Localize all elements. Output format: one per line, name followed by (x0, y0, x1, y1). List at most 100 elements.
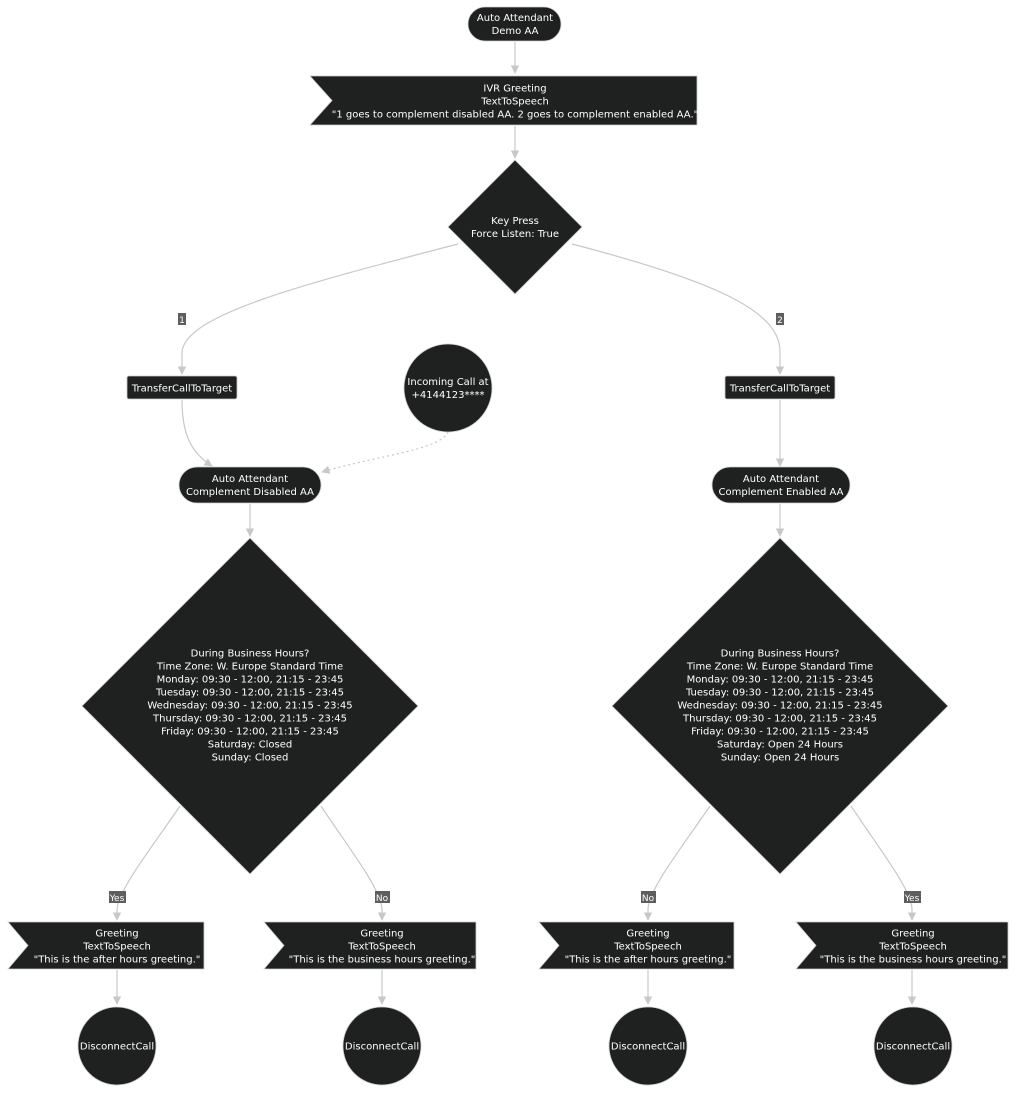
edge-bhdisabled-greet2 (320, 805, 387, 921)
edge-bhenabled-greet3 (643, 805, 711, 921)
greet3-line-0: Greeting (626, 929, 669, 940)
edge-transfer1-aadisabled (181, 399, 213, 467)
disc2-line-0: DisconnectCall (345, 1042, 419, 1053)
incoming-line-1: +4144123**** (412, 390, 485, 401)
edge-label-no-1: No (376, 894, 389, 904)
aaEnabled-line-0: Auto Attendant (743, 474, 819, 485)
edge-label-no-2: No (642, 894, 655, 904)
greet4-line-0: Greeting (891, 929, 934, 940)
greet2-line-0: Greeting (360, 929, 403, 940)
node-disc2-shape[interactable] (342, 1006, 422, 1086)
edge-label-key-1: 1 (179, 316, 185, 326)
bhDisabled-line-5: Thursday: 09:30 - 12:00, 21:15 - 23:45 (152, 714, 347, 725)
disc1-line-0: DisconnectCall (80, 1042, 154, 1053)
node-bhenabled-shape[interactable] (611, 537, 949, 875)
greet4-line-1: TextToSpeech (878, 942, 947, 953)
bhEnabled-line-1: Time Zone: W. Europe Standard Time (686, 662, 873, 673)
greet2-line-2: "This is the business hours greeting." (289, 955, 476, 966)
node-transfer2-shape[interactable] (724, 375, 836, 400)
greet4-line-2: "This is the business hours greeting." (820, 955, 1007, 966)
greet1-line-2: "This is the after hours greeting." (34, 955, 201, 966)
node-greet3-shape[interactable] (538, 921, 735, 970)
disc4-line-0: DisconnectCall (876, 1042, 950, 1053)
start-line-1: Demo AA (492, 26, 539, 37)
node-aadisabled-shape[interactable] (178, 466, 322, 504)
edge-label-bg-no-1 (375, 891, 390, 903)
bhEnabled-line-6: Friday: 09:30 - 12:00, 21:15 - 23:45 (691, 727, 869, 738)
bhDisabled-line-7: Saturday: Closed (208, 740, 292, 751)
aaDisabled-line-1: Complement Disabled AA (186, 487, 314, 498)
bhEnabled-line-7: Saturday: Open 24 Hours (717, 740, 843, 751)
edge-keypress-transfer1 (177, 243, 459, 375)
greet3-line-2: "This is the after hours greeting." (565, 955, 732, 966)
bhEnabled-line-5: Thursday: 09:30 - 12:00, 21:15 - 23:45 (682, 714, 877, 725)
edge-bhenabled-greet4 (850, 805, 917, 921)
edge-bhdisabled-greet1 (112, 805, 181, 921)
bhDisabled-line-2: Monday: 09:30 - 12:00, 21:15 - 23:45 (157, 675, 344, 686)
node-disc4-shape[interactable] (873, 1006, 953, 1086)
edge-label-bg-no-2 (641, 891, 656, 903)
disc3-line-0: DisconnectCall (611, 1042, 685, 1053)
bhEnabled-line-8: Sunday: Open 24 Hours (721, 753, 839, 764)
edge-label-yes-2: Yes (904, 894, 920, 904)
edges (112, 42, 917, 1005)
keypress-line-1: Force Listen: True (471, 229, 559, 240)
node-transfer1-label: TransferCallToTarget (131, 384, 232, 395)
edge-incoming-aadisabled (321, 431, 449, 474)
node-greet2-shape[interactable] (263, 921, 477, 970)
bhEnabled-line-4: Wednesday: 09:30 - 12:00, 21:15 - 23:45 (677, 701, 882, 712)
node-ivr-shape[interactable] (309, 75, 698, 126)
bhDisabled-line-3: Tuesday: 09:30 - 12:00, 21:15 - 23:45 (155, 688, 344, 699)
node-transfer2-label: TransferCallToTarget (729, 384, 830, 395)
node-greet1-shape[interactable] (7, 921, 205, 970)
ivr-line-0: IVR Greeting (483, 84, 546, 95)
edge-label-key-2: 2 (777, 316, 783, 326)
node-disc4-label: DisconnectCall (876, 1042, 950, 1053)
node-disc2-label: DisconnectCall (345, 1042, 419, 1053)
incoming-line-0: Incoming Call at (407, 377, 488, 388)
node-transfer1-shape[interactable] (126, 375, 238, 400)
edge-label-bg-1 (178, 313, 186, 325)
edge-label-bg-yes-1 (109, 891, 126, 903)
bhDisabled-line-1: Time Zone: W. Europe Standard Time (156, 662, 343, 673)
bhEnabled-line-2: Monday: 09:30 - 12:00, 21:15 - 23:45 (687, 675, 874, 686)
bhEnabled-line-3: Tuesday: 09:30 - 12:00, 21:15 - 23:45 (685, 688, 874, 699)
node-start-shape[interactable] (467, 6, 562, 42)
greet3-line-1: TextToSpeech (613, 942, 682, 953)
node-keypress-shape[interactable] (447, 159, 583, 295)
node-aaenabled-shape[interactable] (711, 466, 851, 504)
bhEnabled-line-0: During Business Hours? (721, 649, 840, 660)
node-disc1-shape[interactable] (77, 1006, 157, 1086)
start-line-0: Auto Attendant (477, 13, 553, 24)
bhDisabled-line-4: Wednesday: 09:30 - 12:00, 21:15 - 23:45 (147, 701, 352, 712)
node-bhdisabled-shape[interactable] (81, 537, 419, 875)
edge-label-yes-1: Yes (109, 894, 125, 904)
node-greet4-shape[interactable] (795, 921, 1009, 970)
greet2-line-1: TextToSpeech (347, 942, 416, 953)
keypress-line-0: Key Press (491, 216, 539, 227)
node-incoming-shape[interactable] (403, 343, 493, 433)
node-disc3-label: DisconnectCall (611, 1042, 685, 1053)
edge-labels: 1 2 Yes No No Yes (109, 313, 921, 904)
node-disc1-label: DisconnectCall (80, 1042, 154, 1053)
ivr-line-2: "1 goes to complement disabled AA. 2 goe… (332, 110, 698, 121)
greet1-line-0: Greeting (95, 929, 138, 940)
bhDisabled-line-0: During Business Hours? (191, 649, 310, 660)
edge-label-bg-yes-2 (904, 891, 921, 903)
greet1-line-1: TextToSpeech (82, 942, 151, 953)
node-bhenabled-label: During Business Hours? Time Zone: W. Euro… (677, 649, 882, 764)
bhDisabled-line-8: Sunday: Closed (212, 753, 289, 764)
edge-keypress-transfer2 (571, 243, 785, 375)
aaDisabled-line-0: Auto Attendant (212, 474, 288, 485)
node-disc3-shape[interactable] (608, 1006, 688, 1086)
transfer2-line-0: TransferCallToTarget (729, 384, 830, 395)
